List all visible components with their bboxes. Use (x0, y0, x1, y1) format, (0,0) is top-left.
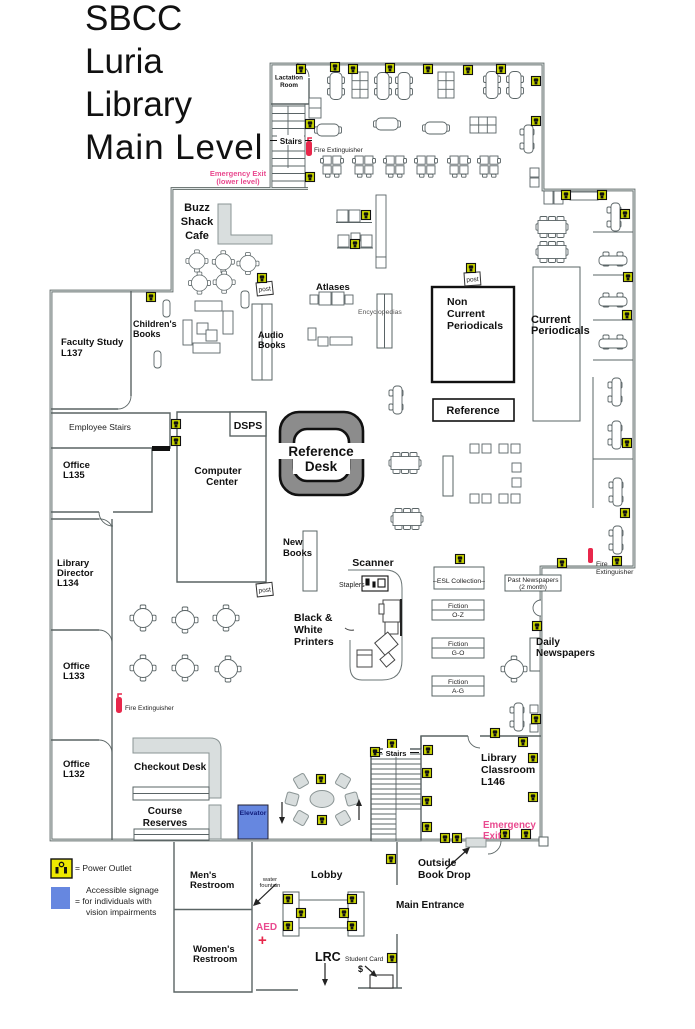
svg-text:Fire: Fire (596, 561, 608, 568)
svg-text:Atlases: Atlases (316, 282, 350, 293)
svg-text:Women's: Women's (193, 944, 235, 955)
svg-text:Book Drop: Book Drop (418, 870, 471, 881)
svg-text:LRC: LRC (315, 950, 341, 964)
svg-text:Men's: Men's (190, 870, 217, 881)
svg-text:L137: L137 (61, 348, 83, 359)
svg-text:Office: Office (63, 661, 90, 672)
svg-text:DSPS: DSPS (234, 420, 263, 432)
svg-text:Outside: Outside (418, 858, 457, 869)
svg-text:Current: Current (447, 308, 485, 320)
svg-text:L133: L133 (63, 671, 85, 682)
svg-text:SBCC: SBCC (85, 0, 182, 38)
svg-text:Books: Books (258, 340, 286, 350)
svg-text:Books: Books (133, 329, 161, 339)
svg-text:Non: Non (447, 296, 467, 308)
svg-text:New: New (283, 537, 303, 548)
svg-text:Emergency: Emergency (483, 820, 536, 831)
svg-text:L146: L146 (481, 776, 505, 788)
svg-text:Classroom: Classroom (481, 764, 535, 776)
svg-text:Accessible signage: Accessible signage (86, 885, 159, 895)
svg-text:Director: Director (57, 568, 94, 579)
svg-text:L135: L135 (63, 470, 85, 481)
svg-text:Stairs: Stairs (280, 137, 303, 146)
svg-text:–ESL Collection–: –ESL Collection– (433, 578, 485, 585)
svg-text:Cafe: Cafe (185, 230, 209, 242)
svg-text:O-Z: O-Z (452, 612, 464, 619)
svg-text:Exit: Exit (483, 831, 502, 842)
svg-text:Main Entrance: Main Entrance (396, 900, 465, 911)
svg-text:Lobby: Lobby (311, 869, 343, 881)
svg-text:Emergency Exit: Emergency Exit (210, 169, 267, 178)
svg-text:L134: L134 (57, 578, 79, 589)
svg-text:Fire Extinguisher: Fire Extinguisher (125, 705, 175, 712)
svg-text:$: $ (358, 964, 363, 974)
svg-text:White: White (294, 624, 323, 636)
svg-text:Current: Current (531, 314, 571, 326)
svg-text:(2 month): (2 month) (519, 584, 547, 591)
svg-text:AED: AED (256, 922, 277, 933)
svg-text:Desk: Desk (305, 459, 338, 474)
svg-text:Periodicals: Periodicals (531, 325, 590, 337)
svg-text:Fiction: Fiction (448, 603, 468, 610)
svg-text:Library: Library (57, 558, 90, 569)
svg-text:Extinguisher: Extinguisher (596, 569, 634, 576)
svg-text:post: post (466, 276, 479, 284)
svg-text:Main Level: Main Level (85, 128, 263, 167)
svg-text:Checkout Desk: Checkout Desk (134, 762, 207, 773)
svg-text:Reserves: Reserves (143, 818, 188, 829)
svg-text:Past Newspapers: Past Newspapers (508, 577, 560, 584)
svg-text:Office: Office (63, 460, 90, 471)
svg-text:Buzz: Buzz (184, 202, 210, 214)
svg-text:A-G: A-G (452, 688, 464, 695)
svg-text:vision impairments: vision impairments (86, 907, 156, 917)
svg-text:Audio: Audio (258, 330, 284, 340)
svg-text:Room: Room (280, 82, 298, 89)
svg-text:fountain: fountain (260, 883, 281, 889)
svg-text:Center: Center (206, 477, 238, 488)
svg-text:Library: Library (481, 752, 517, 764)
svg-text:post: post (258, 586, 271, 594)
svg-text:Lactation: Lactation (275, 75, 303, 82)
svg-text:Encyclopedias: Encyclopedias (358, 309, 402, 316)
svg-text:Children's: Children's (133, 319, 177, 329)
svg-text:Luria: Luria (85, 42, 163, 81)
svg-text:Reference: Reference (446, 405, 499, 417)
svg-text:Fiction: Fiction (448, 679, 468, 686)
svg-text:Staplers: Staplers (339, 582, 365, 589)
svg-text:Elevator: Elevator (240, 810, 267, 817)
svg-text:Books: Books (283, 548, 312, 559)
svg-text:Black &: Black & (294, 612, 333, 624)
svg-text:water: water (262, 877, 277, 883)
svg-text:Course: Course (148, 806, 183, 817)
svg-text:Fiction: Fiction (448, 641, 468, 648)
svg-text:= Power Outlet: = Power Outlet (75, 863, 132, 873)
svg-text:Daily: Daily (536, 637, 560, 648)
svg-text:Office: Office (63, 759, 90, 770)
svg-text:Shack: Shack (181, 216, 214, 228)
svg-text:Newspapers: Newspapers (536, 648, 595, 659)
svg-text:Library: Library (85, 85, 192, 124)
svg-text:post: post (258, 285, 271, 293)
svg-text:Reference: Reference (288, 444, 354, 459)
svg-text:Student Card: Student Card (345, 956, 384, 963)
svg-text:= for individuals with: = for individuals with (75, 896, 152, 906)
svg-text:+: + (258, 932, 267, 949)
svg-text:L132: L132 (63, 769, 85, 780)
svg-text:Printers: Printers (294, 636, 334, 648)
svg-text:(lower level): (lower level) (216, 177, 260, 186)
svg-text:G-O: G-O (452, 650, 465, 657)
svg-text:Scanner: Scanner (352, 557, 393, 569)
svg-text:Faculty Study: Faculty Study (61, 337, 124, 348)
svg-text:Periodicals: Periodicals (447, 320, 503, 332)
svg-text:Employee Stairs: Employee Stairs (69, 422, 131, 432)
svg-text:Computer: Computer (194, 466, 241, 477)
svg-text:Fire Extinguisher: Fire Extinguisher (314, 147, 364, 154)
svg-text:Restroom: Restroom (193, 954, 237, 965)
svg-text:Restroom: Restroom (190, 880, 234, 891)
svg-text:Stairs: Stairs (386, 749, 407, 758)
